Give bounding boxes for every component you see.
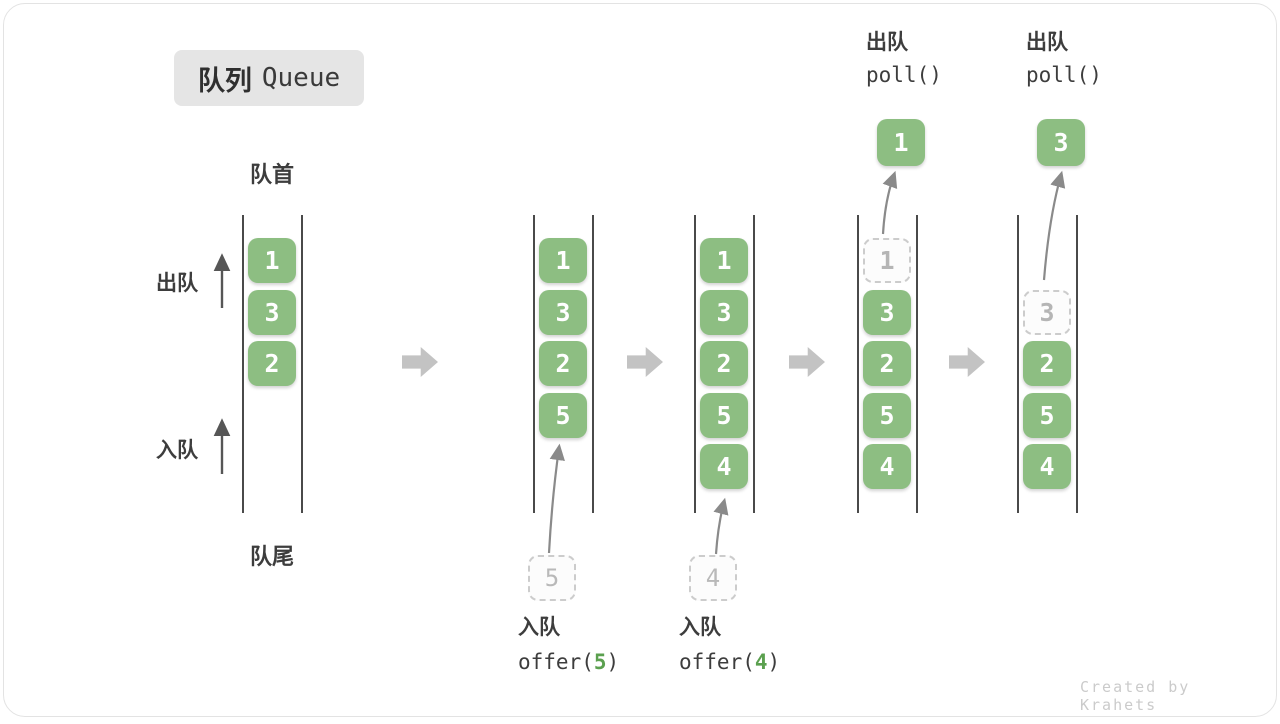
step-arrow-icon bbox=[949, 347, 985, 377]
diagram-canvas: 队列 Queue 队首 队尾 出队 入队 1 3 2 1 3 2 5 5 入队 offer(5) 1… bbox=[3, 3, 1277, 717]
operation-code: offer(5) bbox=[518, 650, 620, 674]
queue-cell-filled: 1 bbox=[248, 238, 296, 283]
operation-code: poll() bbox=[866, 63, 942, 87]
queue-cell-filled: 4 bbox=[863, 444, 911, 489]
title-en: Queue bbox=[261, 63, 341, 93]
operation-name: 入队 bbox=[518, 615, 560, 639]
queue-cell-filled: 3 bbox=[539, 289, 587, 335]
enqueue-4-arrow-icon bbox=[713, 497, 729, 555]
queue-wall-line bbox=[753, 215, 755, 513]
pending-element: 4 bbox=[689, 555, 737, 601]
operation-code: poll() bbox=[1026, 63, 1102, 87]
operation-code: offer(4) bbox=[679, 650, 781, 674]
queue-cell-filled: 1 bbox=[700, 238, 748, 283]
label-dequeue: 出队 bbox=[156, 271, 198, 295]
queue-wall-line bbox=[694, 215, 696, 513]
queue-cell-filled: 2 bbox=[1023, 341, 1071, 386]
queue-cell-filled: 1 bbox=[539, 238, 587, 283]
queue-cell-filled: 4 bbox=[1023, 444, 1071, 489]
operation-name: 出队 bbox=[1026, 30, 1068, 54]
dequeue-3-arrow-icon bbox=[1042, 170, 1066, 281]
label-enqueue: 入队 bbox=[156, 438, 198, 462]
operation-header: 出队 poll() bbox=[866, 32, 942, 86]
queue-cell-dashed: 3 bbox=[1023, 289, 1071, 335]
queue-cell-filled: 2 bbox=[863, 341, 911, 386]
label-queue-rear: 队尾 bbox=[249, 545, 294, 570]
operation-header: 出队 poll() bbox=[1026, 32, 1102, 86]
queue-wall-line bbox=[301, 215, 303, 513]
operation-caption: 入队 offer(5) bbox=[518, 617, 619, 673]
title-zh: 队列 bbox=[197, 65, 252, 97]
queue-cell-filled: 5 bbox=[539, 392, 587, 438]
queue-cell-filled: 5 bbox=[1023, 392, 1071, 438]
label-queue-front: 队首 bbox=[249, 163, 294, 188]
queue-wall-line bbox=[1017, 215, 1019, 513]
queue-wall-line bbox=[916, 215, 918, 513]
step-arrow-icon bbox=[789, 347, 825, 377]
queue-cell-dashed: 1 bbox=[863, 238, 911, 283]
queue-cell-filled: 2 bbox=[539, 341, 587, 386]
queue-cell-filled: 5 bbox=[863, 392, 911, 438]
queue-wall-line bbox=[592, 215, 594, 513]
watermark: Created by Krahets bbox=[1080, 678, 1191, 714]
queue-wall-line bbox=[857, 215, 859, 513]
queue-wall-line bbox=[1076, 215, 1078, 513]
enqueue-5-arrow-icon bbox=[547, 443, 565, 554]
queue-cell-filled: 4 bbox=[700, 444, 748, 489]
operation-arg: 5 bbox=[593, 650, 607, 674]
queue-cell-filled: 5 bbox=[700, 392, 748, 438]
queue-cell-filled: 2 bbox=[700, 341, 748, 386]
queue-wall-line bbox=[242, 215, 244, 513]
title-badge: 队列 Queue bbox=[174, 50, 364, 106]
step-arrow-icon bbox=[627, 347, 663, 377]
queue-cell-filled: 3 bbox=[863, 289, 911, 335]
queue-cell-filled: 3 bbox=[700, 289, 748, 335]
pending-element: 5 bbox=[528, 555, 576, 601]
popped-element: 3 bbox=[1037, 119, 1085, 166]
dequeue-1-arrow-icon bbox=[881, 170, 898, 235]
queue-cell-filled: 3 bbox=[248, 289, 296, 335]
operation-name: 入队 bbox=[679, 615, 721, 639]
operation-caption: 入队 offer(4) bbox=[679, 617, 780, 673]
queue-wall-line bbox=[533, 215, 535, 513]
popped-element: 1 bbox=[877, 119, 925, 166]
operation-name: 出队 bbox=[866, 30, 908, 54]
queue-cell-filled: 2 bbox=[248, 341, 296, 386]
operation-arg: 4 bbox=[754, 650, 768, 674]
step-arrow-icon bbox=[402, 347, 438, 377]
